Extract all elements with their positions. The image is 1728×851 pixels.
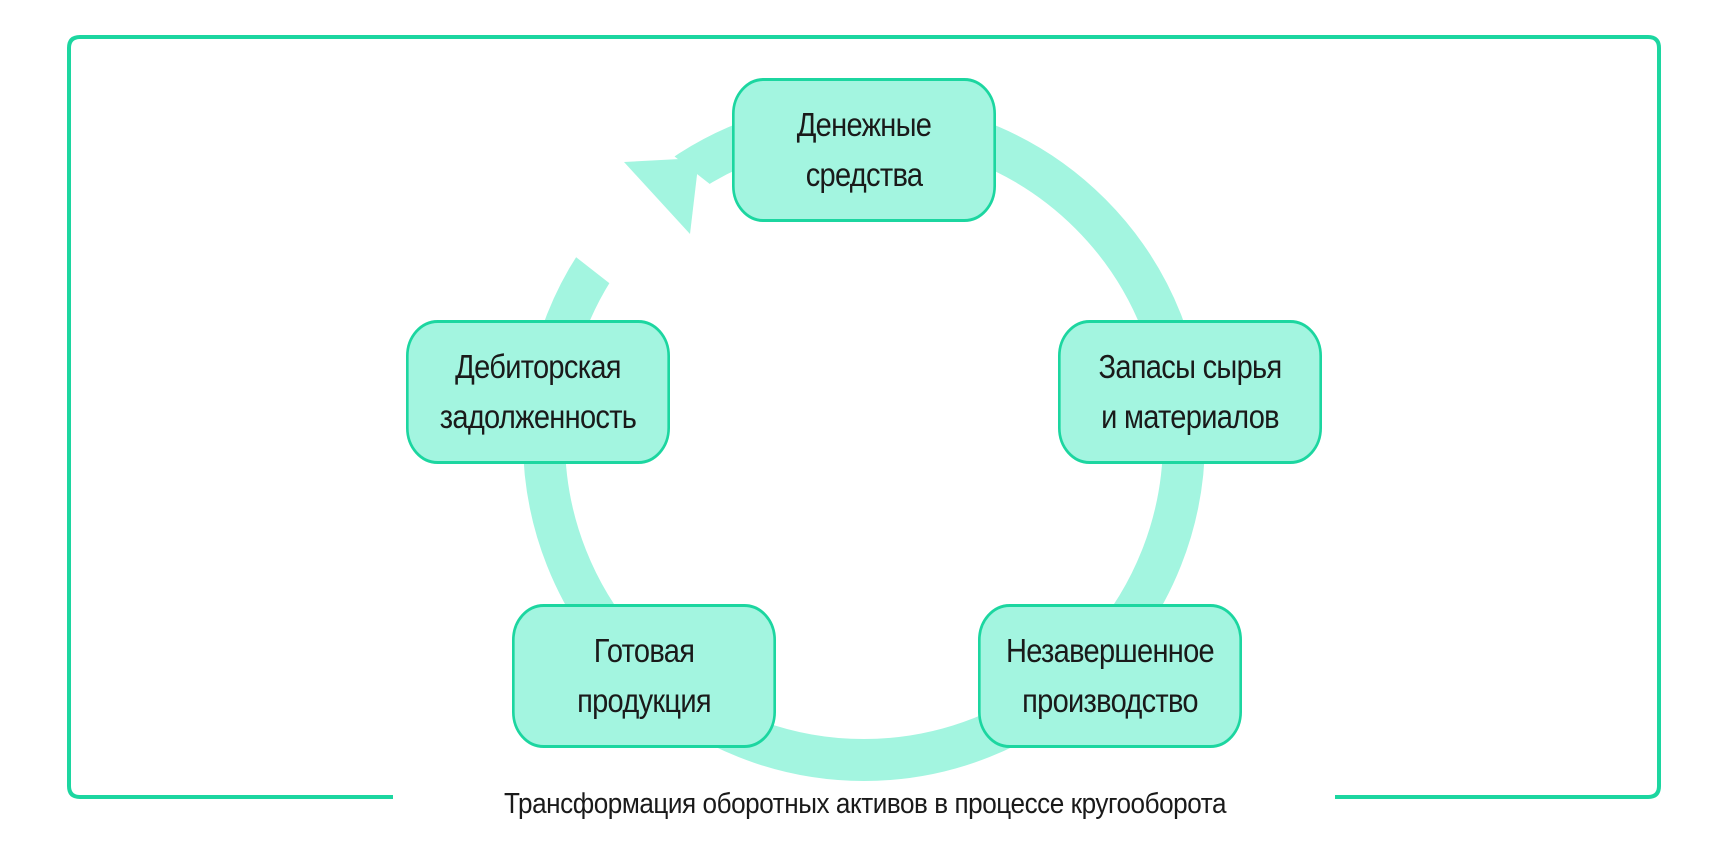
node-finished-line2: продукция	[577, 682, 712, 719]
node-cash-line2: средства	[805, 156, 923, 193]
node-cash: Денежные средства	[732, 78, 996, 222]
node-wip-line2: производство	[1022, 682, 1198, 719]
node-finished: Готовая продукция	[512, 604, 776, 748]
arrow-head-icon	[624, 158, 699, 234]
node-receivables-line1: Дебиторская	[455, 348, 621, 385]
node-finished-line1: Готовая	[593, 632, 695, 669]
node-receivables-line2: задолженность	[439, 398, 637, 435]
node-inventory-line2: и материалов	[1101, 398, 1280, 435]
diagram-caption: Трансформация оборотных активов в процес…	[503, 788, 1227, 820]
node-inventory-line1: Запасы сырья	[1098, 348, 1283, 385]
node-receivables: Дебиторская задолженность	[406, 320, 670, 464]
node-wip: Незавершенное производство	[978, 604, 1242, 748]
node-wip-line1: Незавершенное	[1005, 632, 1215, 669]
node-inventory: Запасы сырья и материалов	[1058, 320, 1322, 464]
node-cash-line1: Денежные	[796, 106, 932, 143]
frame-border	[67, 35, 1661, 799]
ring-gap-mask	[568, 140, 742, 320]
